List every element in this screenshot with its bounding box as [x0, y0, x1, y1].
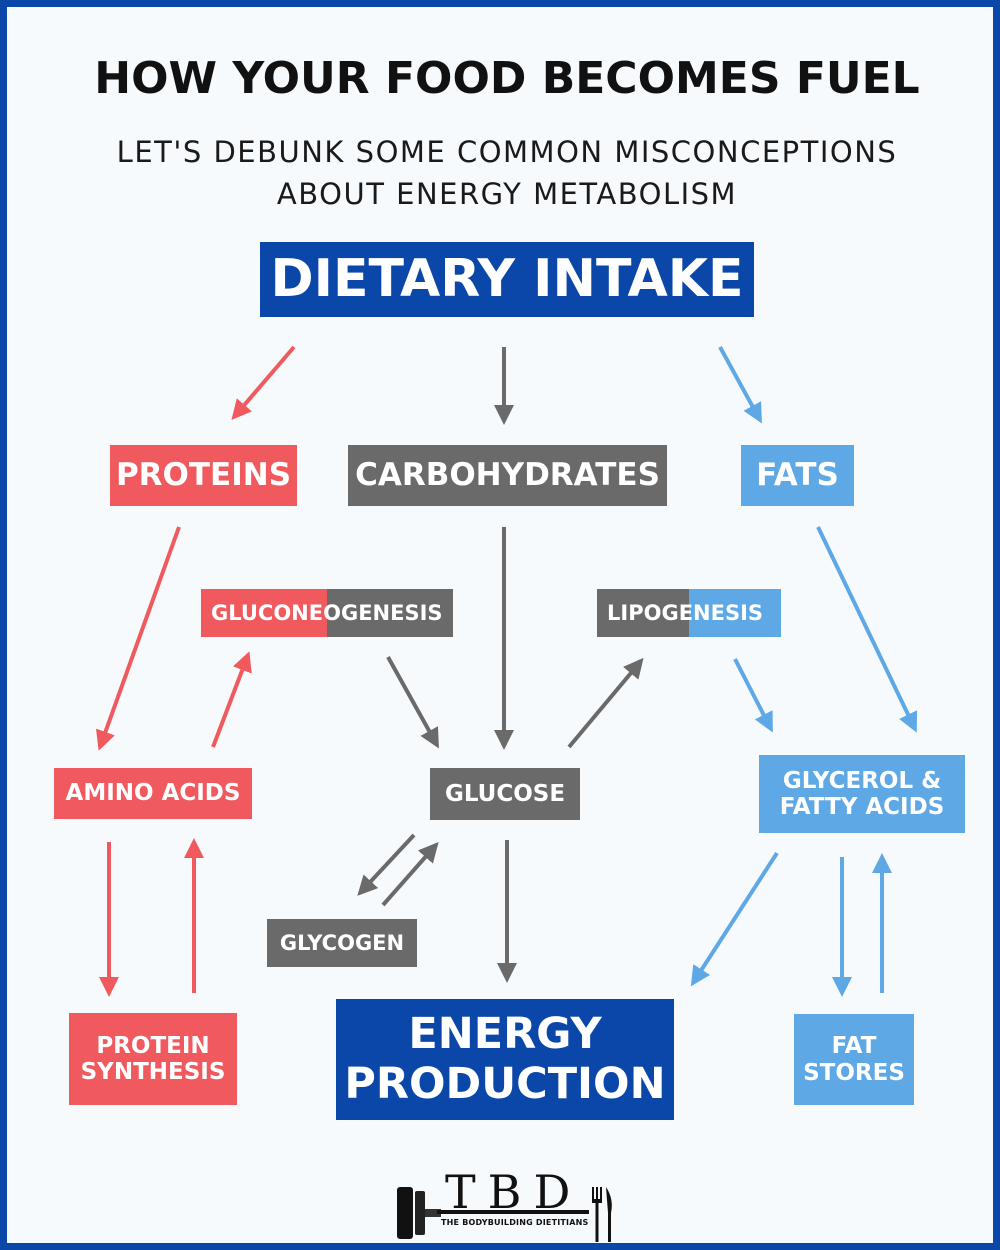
arrow-proteins-to-amino-acids [95, 526, 181, 751]
dumbbell-plate-icon [397, 1187, 441, 1239]
node-protein-synthesis: PROTEIN SYNTHESIS [69, 1013, 237, 1105]
node-proteins: PROTEINS [110, 445, 297, 506]
energy-line-1: ENERGY [408, 1009, 602, 1060]
arrow-glucose-to-glycogen [357, 833, 416, 896]
arrow-glycerol-to-energy [690, 851, 779, 987]
node-amino-acids: AMINO ACIDS [54, 768, 252, 819]
arrow-glycogen-to-glucose [381, 842, 439, 907]
node-glycerol-fatty-acids: GLYCEROL & FATTY ACIDS [759, 755, 965, 833]
node-glucose: GLUCOSE [430, 768, 580, 820]
arrow-intake-to-fats [718, 346, 762, 424]
glycerol-line-1: GLYCEROL & [782, 767, 942, 794]
arrow-glucose-to-lipogenesis [567, 657, 644, 749]
node-fat-stores: FAT STORES [794, 1014, 914, 1105]
energy-line-2: PRODUCTION [344, 1058, 666, 1109]
glycerol-line-2: FATTY ACIDS [779, 794, 945, 820]
gluconeogenesis-part-protein: GLUCONE [211, 600, 324, 625]
subtitle-line-2: ABOUT ENERGY METABOLISM [276, 177, 738, 211]
knife-icon [606, 1187, 612, 1242]
node-carbohydrates: CARBOHYDRATES [348, 445, 667, 506]
fork-icon [592, 1187, 602, 1242]
fat-stores-line-1: FAT [831, 1033, 877, 1060]
logo-letters: TBD [445, 1165, 583, 1219]
arrow-intake-to-proteins [231, 345, 296, 421]
protein-synthesis-line-1: PROTEIN [96, 1032, 210, 1059]
lipogenesis-part-carb: LIPOG [607, 600, 679, 625]
protein-synthesis-line-2: SYNTHESIS [80, 1059, 226, 1085]
arrow-gluconeogenesis-to-glucose [386, 656, 439, 749]
arrow-amino-acids-to-gluconeogenesis [211, 651, 252, 748]
logo-bar [437, 1210, 589, 1214]
gluconeogenesis-part-carb: OGENESIS [323, 600, 443, 625]
fat-stores-line-2: STORES [803, 1059, 905, 1086]
subtitle-line-1: LET'S DEBUNK SOME COMMON MISCONCEPTIONS [116, 135, 898, 169]
arrow-lipogenesis-to-glycerol [733, 658, 773, 733]
fork-knife-icon [592, 1187, 612, 1242]
node-glycogen: GLYCOGEN [267, 919, 417, 967]
node-fats: FATS [741, 445, 854, 506]
logo-tagline: THE BODYBUILDING DIETITIANS [441, 1218, 589, 1227]
page-title: HOW YOUR FOOD BECOMES FUEL [94, 53, 920, 104]
flow-arrows [95, 345, 918, 997]
node-energy-production: ENERGY PRODUCTION [336, 999, 674, 1120]
arrow-fats-to-glycerol [816, 526, 918, 733]
lipogenesis-part-fat: ENESIS [678, 600, 764, 625]
node-dietary-intake: DIETARY INTAKE [260, 242, 754, 317]
